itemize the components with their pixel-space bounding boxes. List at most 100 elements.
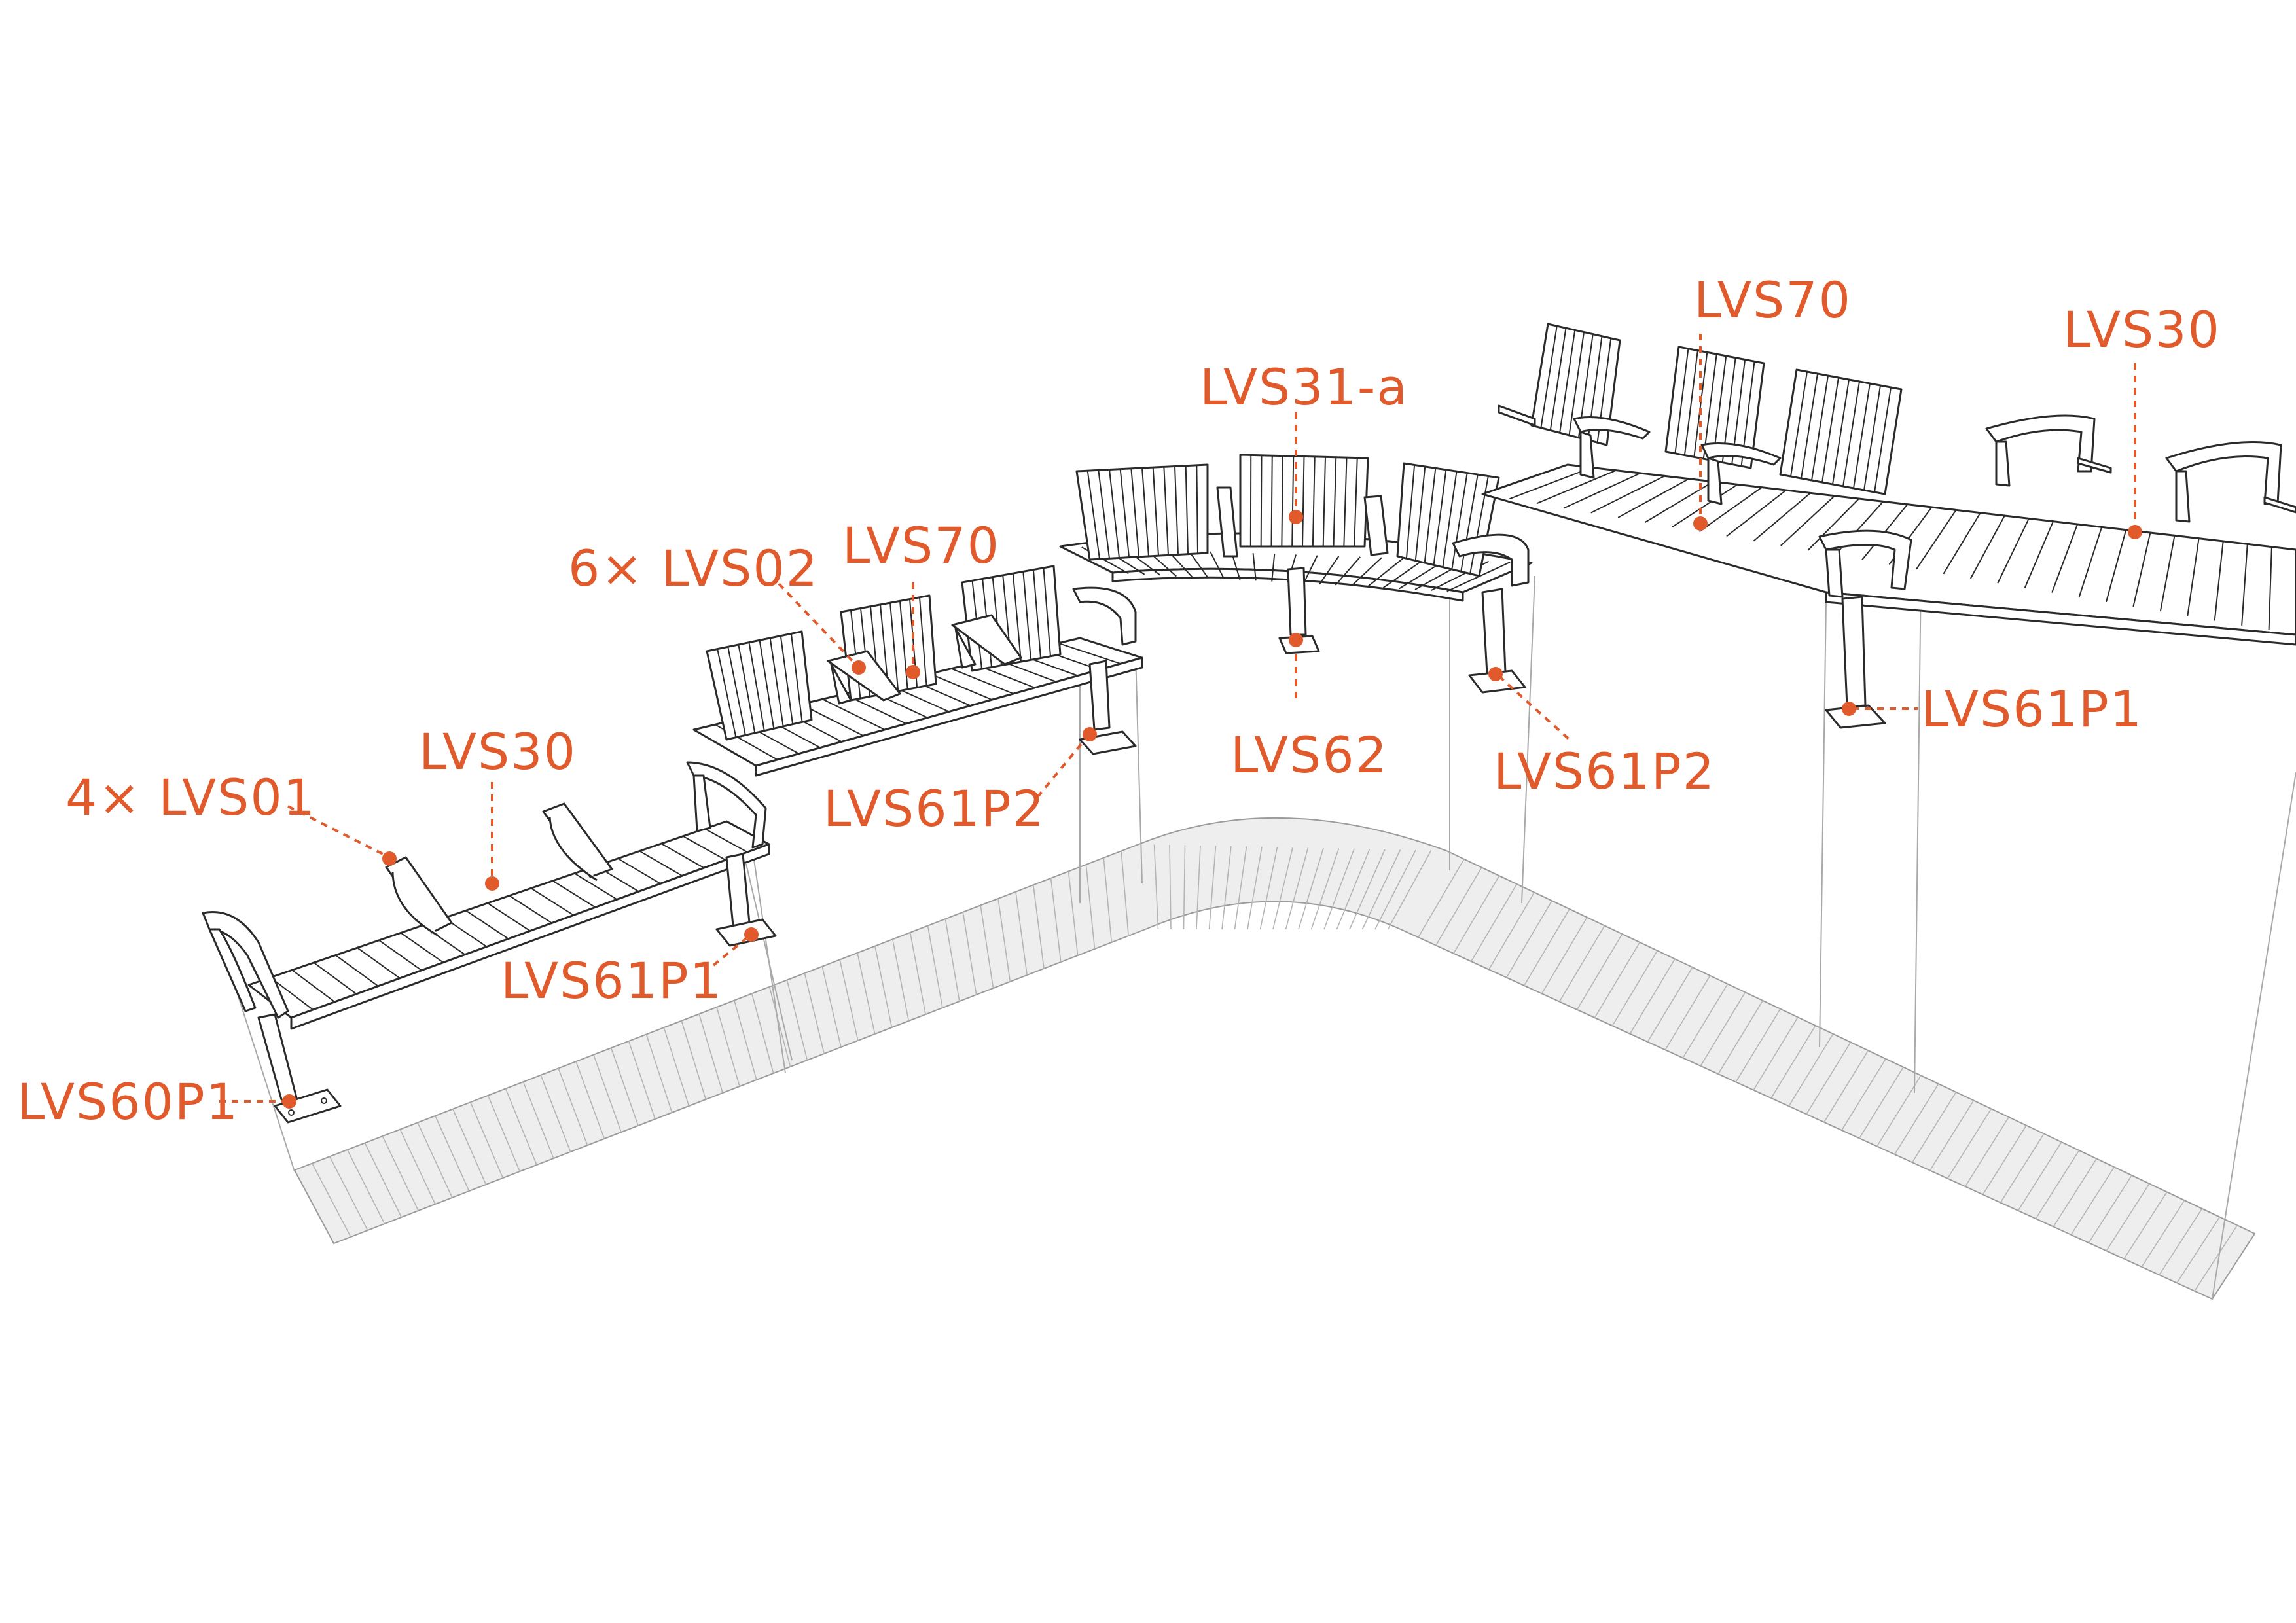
footprint-rule	[997, 898, 1011, 982]
seat-slat	[2051, 524, 2079, 593]
footprint-rule	[435, 1115, 470, 1192]
seat-slat	[1617, 478, 1689, 518]
footprint-rule	[663, 1027, 690, 1107]
footprint-rule	[470, 1101, 504, 1179]
seat-slat	[2024, 521, 2054, 588]
footprint-rule	[1541, 917, 1588, 994]
footprint-rule	[346, 1149, 386, 1224]
backrest-slat	[1801, 373, 1818, 479]
backrest-slat	[769, 637, 784, 727]
footprint-rule	[1964, 1116, 2009, 1187]
callout-label-lvs61p2-right: LVS61P2	[1494, 742, 1715, 800]
backrest-slat	[1043, 567, 1051, 656]
footprint-rule	[1576, 933, 1623, 1010]
footprint-rule	[1015, 891, 1028, 976]
callout-label-lvs01: 4× LVS01	[65, 768, 316, 827]
backrest-slat	[1832, 379, 1850, 485]
seat-slat	[400, 932, 444, 963]
backrest-slat	[1022, 571, 1031, 660]
footprint-rule	[2088, 1175, 2132, 1243]
footprint-rule	[2123, 1191, 2168, 1260]
footprint-rule	[1247, 846, 1263, 930]
seat-slat	[2078, 527, 2103, 597]
footprint-rule	[1558, 925, 1605, 1002]
seat-slat	[1807, 498, 1859, 551]
backrest-slat	[727, 647, 746, 736]
seat-slat	[1753, 492, 1811, 542]
seat-slat	[2241, 544, 2248, 626]
seat-slat	[1058, 642, 1121, 665]
backrest-slat	[1333, 457, 1337, 547]
seat-slat	[313, 962, 357, 995]
footprint-rule	[1285, 847, 1309, 930]
footprint-rule	[1374, 849, 1416, 930]
backrest-slat	[717, 649, 737, 738]
footprint-rule	[980, 905, 994, 989]
callout-label-lvs30-left: LVS30	[419, 722, 577, 781]
footprint-rule	[1387, 850, 1432, 930]
footprint-rule	[1735, 1008, 1781, 1082]
footprint-rule	[522, 1081, 554, 1159]
callout-label-lvs70-left: LVS70	[842, 516, 1000, 575]
seat-slat	[1916, 509, 1957, 570]
backrest-slat	[1842, 381, 1860, 487]
footprint-rule	[891, 939, 910, 1022]
backrest-slat	[1152, 467, 1159, 556]
footprint-rule	[1208, 846, 1217, 930]
backrest-slat	[1109, 469, 1120, 558]
seat-slat	[2106, 529, 2127, 603]
footprint-rule	[1349, 849, 1386, 930]
midleft-armrests	[827, 586, 1137, 705]
footprint-rule	[2106, 1183, 2150, 1251]
footprint-rule	[1259, 847, 1278, 930]
callout-lvs70-left: LVS70	[842, 516, 1000, 679]
footprint-rule	[927, 925, 943, 1008]
footprint-rule	[1982, 1125, 2027, 1195]
footprint-rule	[944, 918, 960, 1002]
footprint-rules	[312, 844, 2238, 1292]
backrest-slat	[738, 644, 756, 734]
seat-slat	[1351, 557, 1382, 587]
footprint-rule	[1169, 844, 1172, 930]
footprint-rule	[716, 1007, 740, 1087]
footprint-rule	[1310, 848, 1340, 930]
seat-slat	[1188, 550, 1209, 579]
seat-slat	[2214, 541, 2224, 621]
footprint-rule	[1806, 1042, 1852, 1115]
footprint-rule	[2159, 1208, 2203, 1275]
callout-lvs31a: LVS31-a	[1200, 358, 1407, 524]
footprint-rule	[909, 932, 926, 1015]
footprint-rule	[2194, 1224, 2238, 1292]
footprint-rule	[1894, 1083, 1939, 1155]
callout-label-lvs61p2-left: LVS61P2	[823, 779, 1045, 838]
footprint-rule	[1524, 908, 1570, 986]
seat-slat	[487, 902, 531, 932]
footprint-rule	[1611, 950, 1658, 1026]
backrest-slat	[1451, 473, 1468, 570]
seat-slat	[1563, 473, 1641, 509]
backrest-slat	[889, 603, 899, 692]
footprint-rule	[734, 1000, 757, 1080]
footprint-rule	[821, 966, 842, 1048]
floor-footprint	[293, 817, 2256, 1300]
footprint-rule	[329, 1156, 368, 1231]
footprint-rule	[1753, 1016, 1799, 1091]
seat-slat	[1509, 467, 1592, 500]
footprint-rule	[839, 959, 859, 1041]
footprint-rule	[1647, 967, 1693, 1043]
footprint-rule	[1788, 1033, 1834, 1107]
footprint-rule	[1876, 1075, 1922, 1147]
callout-label-lvs61p1-left: LVS61P1	[501, 952, 723, 1010]
backrest-slat	[1702, 353, 1717, 459]
seat-slat	[1780, 495, 1835, 546]
footprint-rule	[645, 1034, 673, 1113]
footprint-rule	[1085, 865, 1096, 950]
seat-slat	[1969, 515, 2005, 579]
backrest-slat	[1032, 569, 1041, 658]
seat-slat	[683, 835, 726, 861]
backrest-slat	[1141, 467, 1149, 557]
footprint-rule	[1629, 958, 1676, 1035]
footprint-rule	[786, 980, 808, 1061]
seat-slat	[270, 976, 314, 1010]
seat-slat	[378, 940, 422, 971]
